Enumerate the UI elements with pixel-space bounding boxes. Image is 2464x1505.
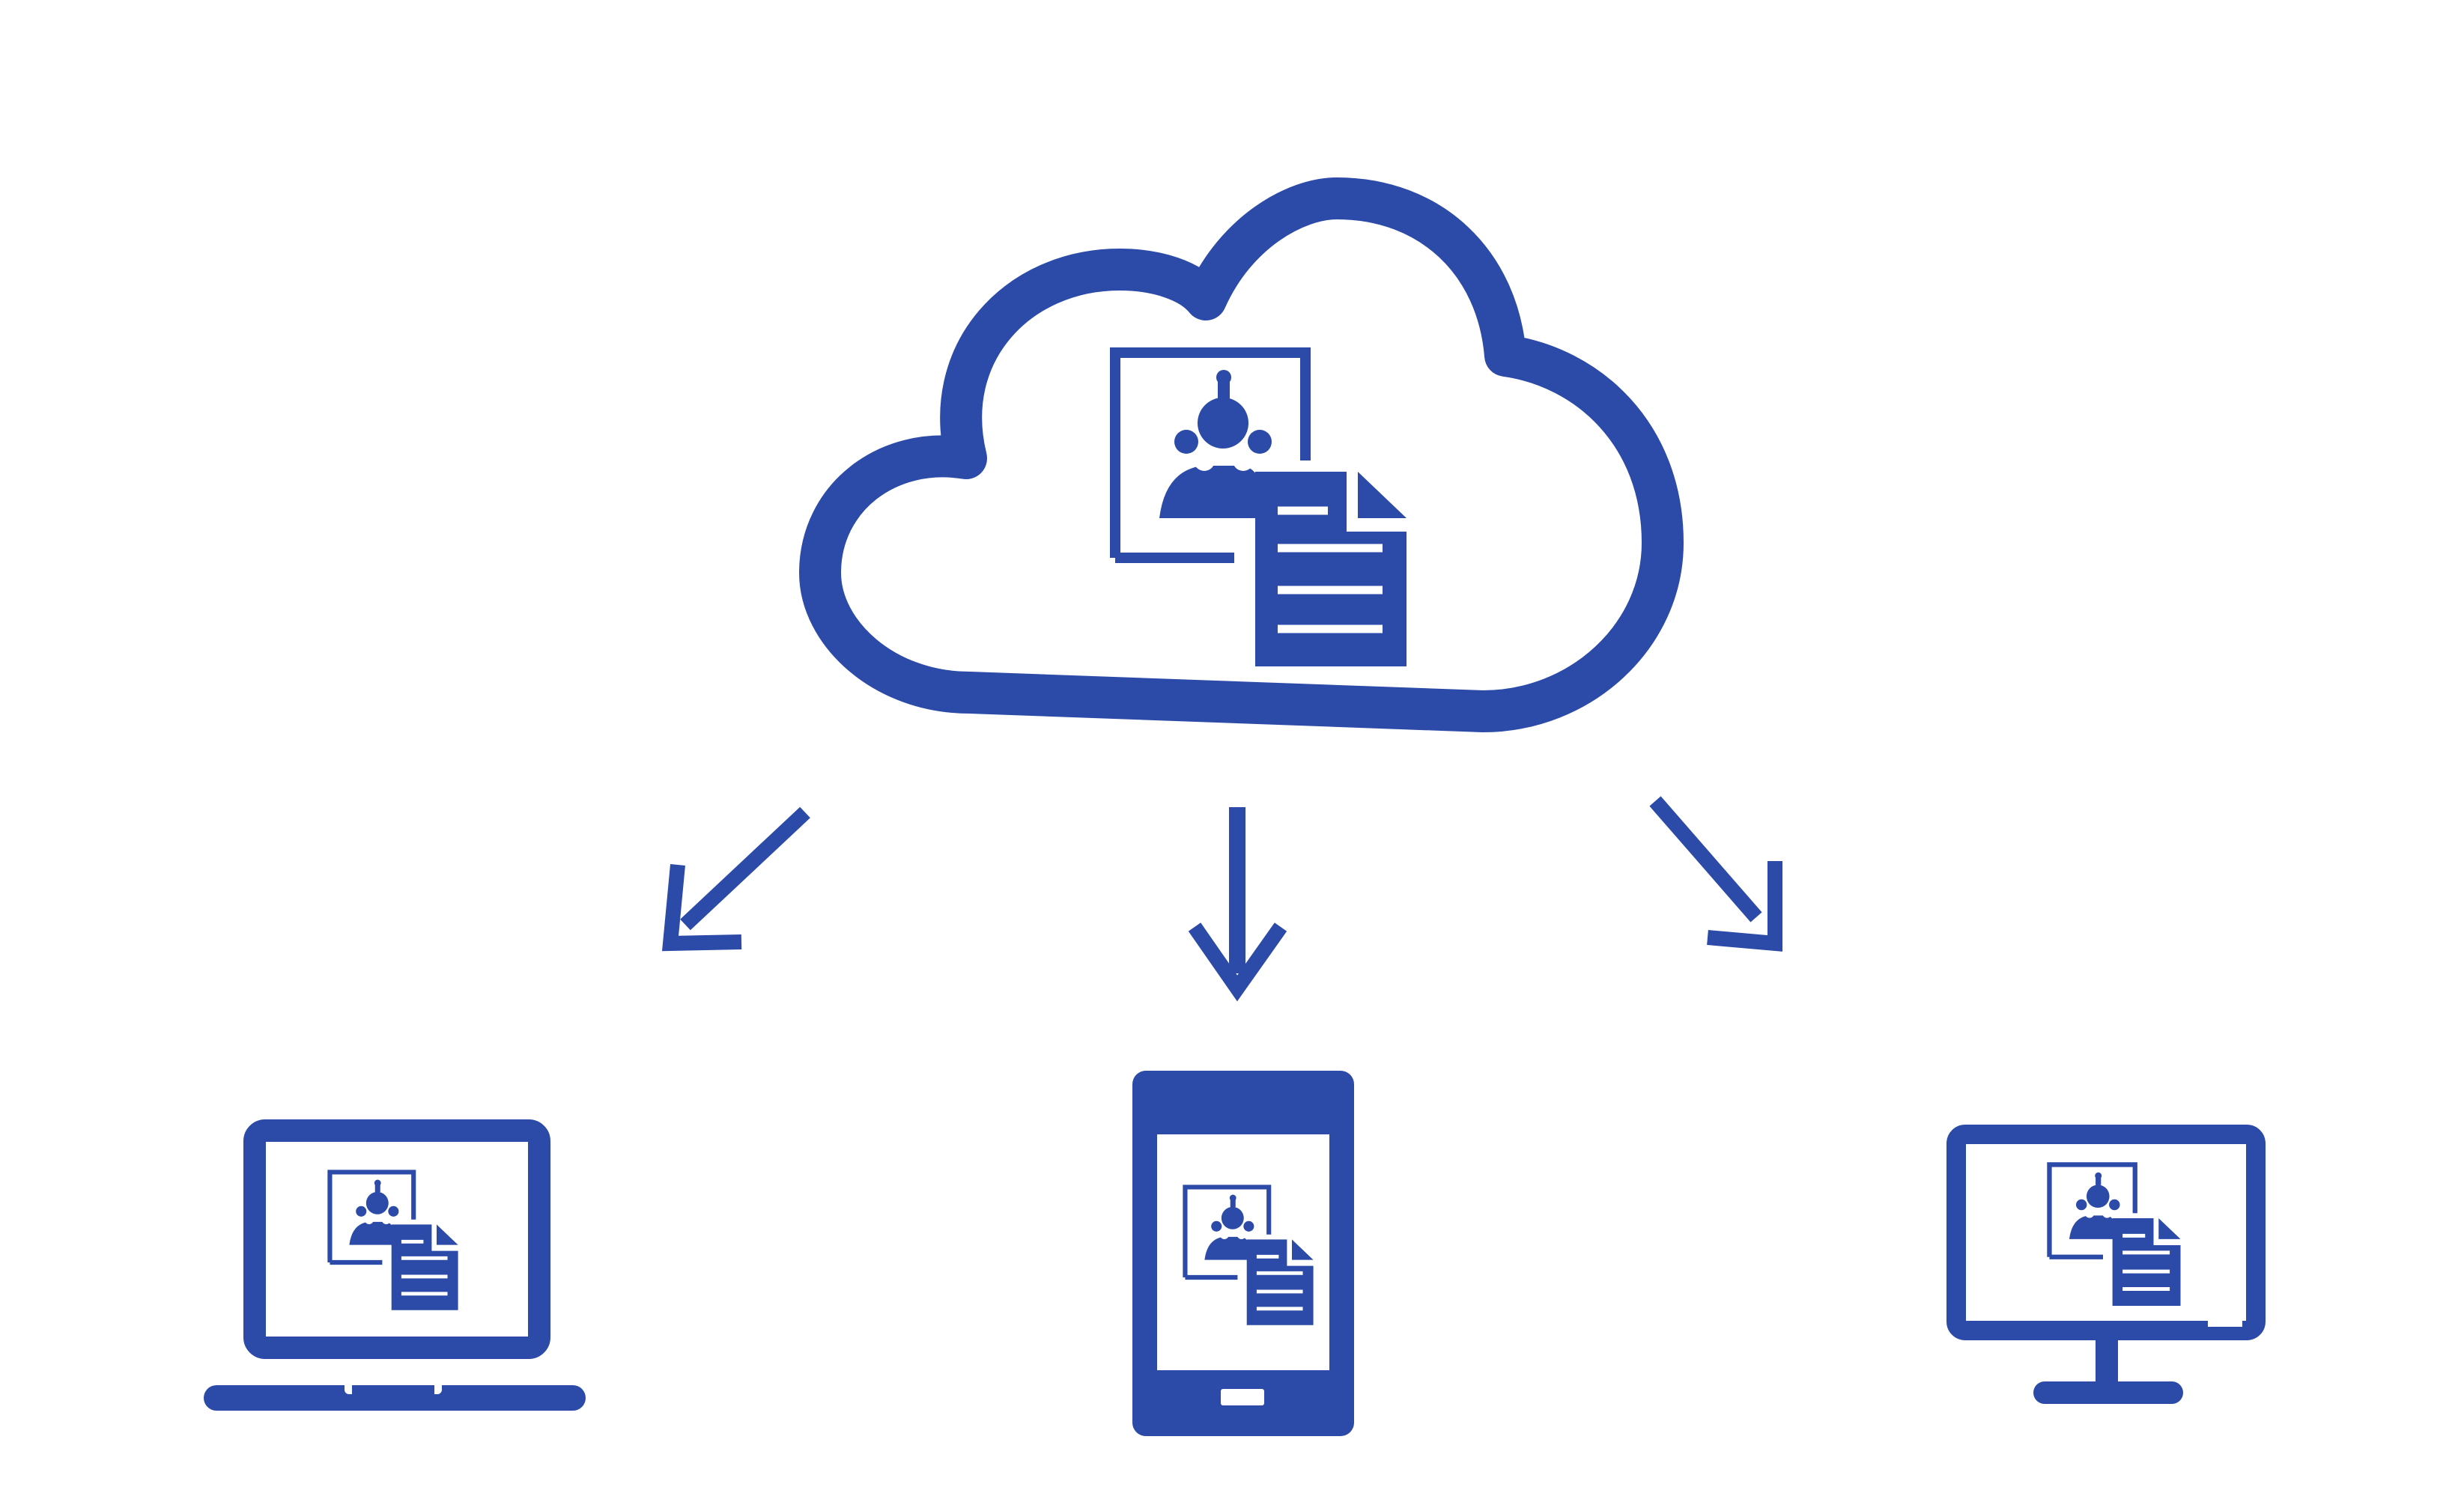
arrow-down-icon bbox=[1188, 807, 1287, 1002]
desktop-monitor-icon bbox=[1946, 1125, 2266, 1404]
arrow-down-right-icon bbox=[1649, 796, 1782, 952]
photo-and-document-icon bbox=[2049, 1164, 2180, 1306]
photo-and-document-icon bbox=[330, 1172, 458, 1310]
laptop-icon bbox=[204, 1119, 586, 1411]
cloud-icon bbox=[799, 177, 1684, 732]
tablet-icon bbox=[1132, 1071, 1354, 1436]
arrow-down-left-icon bbox=[661, 806, 810, 952]
photo-and-document-icon bbox=[1115, 353, 1407, 666]
